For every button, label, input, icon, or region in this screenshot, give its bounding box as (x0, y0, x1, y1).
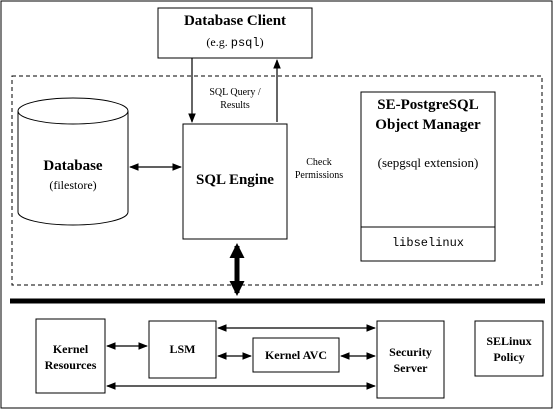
sql-engine-title: SQL Engine (196, 172, 274, 188)
check-permissions-label: Check Permissions (290, 156, 348, 182)
policy-line1: SELinux (486, 334, 532, 348)
kernel-resources-line1: Kernel (52, 342, 89, 356)
lsm-label: LSM (169, 342, 196, 356)
security-server-line1: Security (389, 345, 432, 359)
client-subtitle-prefix: (e.g. (206, 35, 231, 49)
object-manager-box (360, 91, 496, 262)
sql-query-line2: Results (220, 100, 250, 111)
sql-query-line1: SQL Query / (209, 87, 261, 98)
object-manager-line1: SE-PostgreSQL (377, 97, 479, 113)
userspace-boundary (11, 75, 543, 286)
kernel-avc-label: Kernel AVC (264, 348, 328, 362)
kernel-resources-line2: Resources (44, 358, 97, 372)
selinux-policy-box (474, 320, 544, 377)
security-server-line2: Server (393, 361, 428, 375)
kernel-resources-label: Kernel Resources (36, 341, 105, 373)
security-server-box (376, 320, 445, 399)
sql-query-label: SQL Query / Results (196, 86, 274, 112)
security-server-label: Security Server (377, 344, 444, 376)
lsm-box (148, 320, 217, 379)
client-subtitle: (e.g. psql) (158, 35, 312, 50)
policy-line2: Policy (493, 350, 525, 364)
database-client-box (157, 7, 313, 59)
object-manager-title: SE-PostgreSQL Object Manager (361, 95, 495, 135)
kernel-resources-box (35, 318, 106, 394)
libselinux-label: libselinux (391, 236, 464, 250)
check-line2: Permissions (294, 170, 344, 181)
object-manager-line2: Object Manager (375, 117, 481, 133)
check-line1: Check (306, 157, 332, 168)
kernel-avc-box (252, 337, 340, 373)
sql-engine-box (182, 123, 288, 240)
object-manager-ext: (sepgsql extension) (377, 155, 479, 170)
client-subtitle-code: psql (230, 36, 260, 50)
client-subtitle-suffix: ) (259, 35, 264, 49)
database-cylinder (17, 97, 129, 226)
database-title: Database (43, 158, 103, 174)
client-title: Database Client (183, 13, 287, 29)
database-subtitle: (filestore) (49, 178, 97, 192)
selinux-policy-label: SELinux Policy (475, 333, 543, 365)
